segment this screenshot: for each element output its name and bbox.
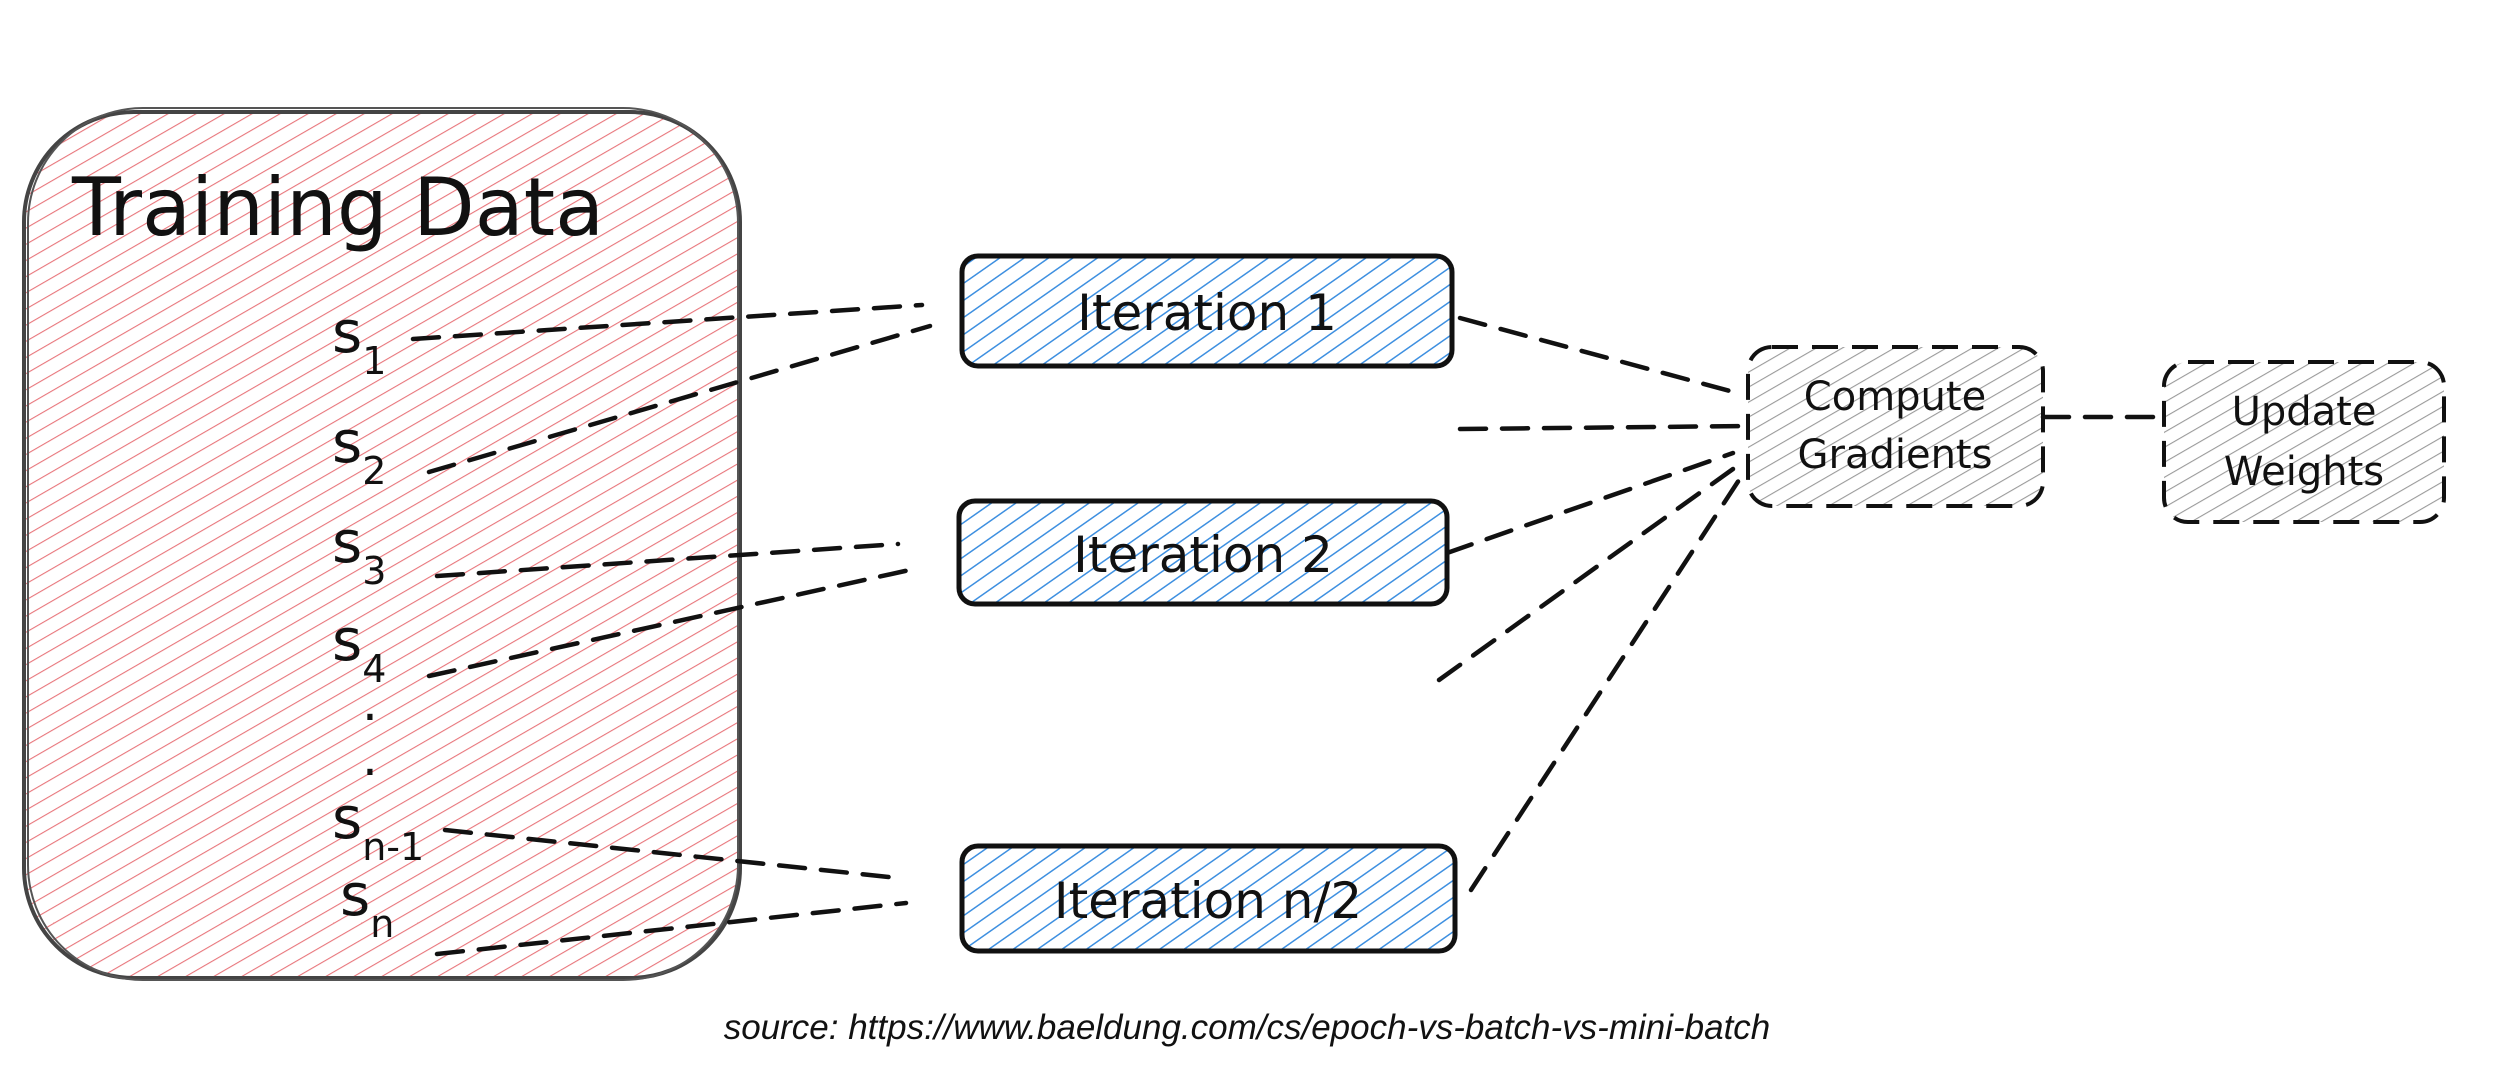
sample-base: s (332, 508, 362, 576)
connector-iter1-gradients (1457, 423, 1752, 432)
sample-label: s2 (332, 408, 386, 493)
connector-itern2-gradients (1468, 474, 1744, 893)
sample-base: s (332, 606, 362, 674)
sample-label: sn (340, 861, 394, 946)
compute-line2: Gradients (1798, 432, 1993, 478)
ellipsis-dot: . (362, 674, 378, 732)
connector-s4 (426, 566, 917, 679)
sample-subscript: 3 (362, 549, 386, 593)
sample-subscript: n-1 (362, 825, 424, 869)
ellipsis-dot: . (362, 729, 378, 787)
sample-subscript: 1 (362, 339, 386, 383)
compute-gradients-box: Compute Gradients (1746, 345, 2045, 508)
connector-s1 (410, 302, 925, 342)
connector-s2 (426, 323, 933, 475)
iteration-label: Iteration 2 (1073, 526, 1333, 584)
connector-sn-1 (442, 827, 901, 881)
connectors (410, 302, 2165, 957)
sample-subscript: n (370, 902, 394, 946)
iteration-label: Iteration n/2 (1054, 872, 1362, 930)
connector-sn (434, 900, 909, 957)
connector-iter2-gradients (1436, 466, 1736, 683)
iteration-1-box: Iteration 1 (959, 253, 1455, 369)
sample-label: sn-1 (332, 784, 424, 869)
iteration-label: Iteration 1 (1077, 284, 1337, 342)
sample-label: s3 (332, 508, 386, 593)
sample-label: s4 (332, 606, 386, 691)
iteration-2-box: Iteration 2 (956, 498, 1450, 607)
iteration-n2-box: Iteration n/2 (959, 843, 1458, 954)
update-weights-box: Update Weights (2162, 360, 2446, 524)
update-line2: Weights (2224, 449, 2384, 495)
training-data-title: Training Data (71, 161, 604, 254)
sample-subscript: 2 (362, 449, 386, 493)
connector-s3 (434, 541, 901, 579)
sample-base: s (340, 861, 370, 929)
connector-iter1-gradients (1457, 315, 1744, 397)
source-caption: source: https://www.baeldung.com/cs/epoc… (723, 1008, 1771, 1047)
sample-label: s1 (332, 298, 386, 383)
update-line1: Update (2232, 389, 2377, 435)
sample-base: s (332, 408, 362, 476)
sample-base: s (332, 784, 362, 852)
sample-subscript: 4 (362, 647, 386, 691)
compute-line1: Compute (1804, 374, 1986, 420)
sample-base: s (332, 298, 362, 366)
connector-iter2-gradients (1444, 450, 1736, 556)
